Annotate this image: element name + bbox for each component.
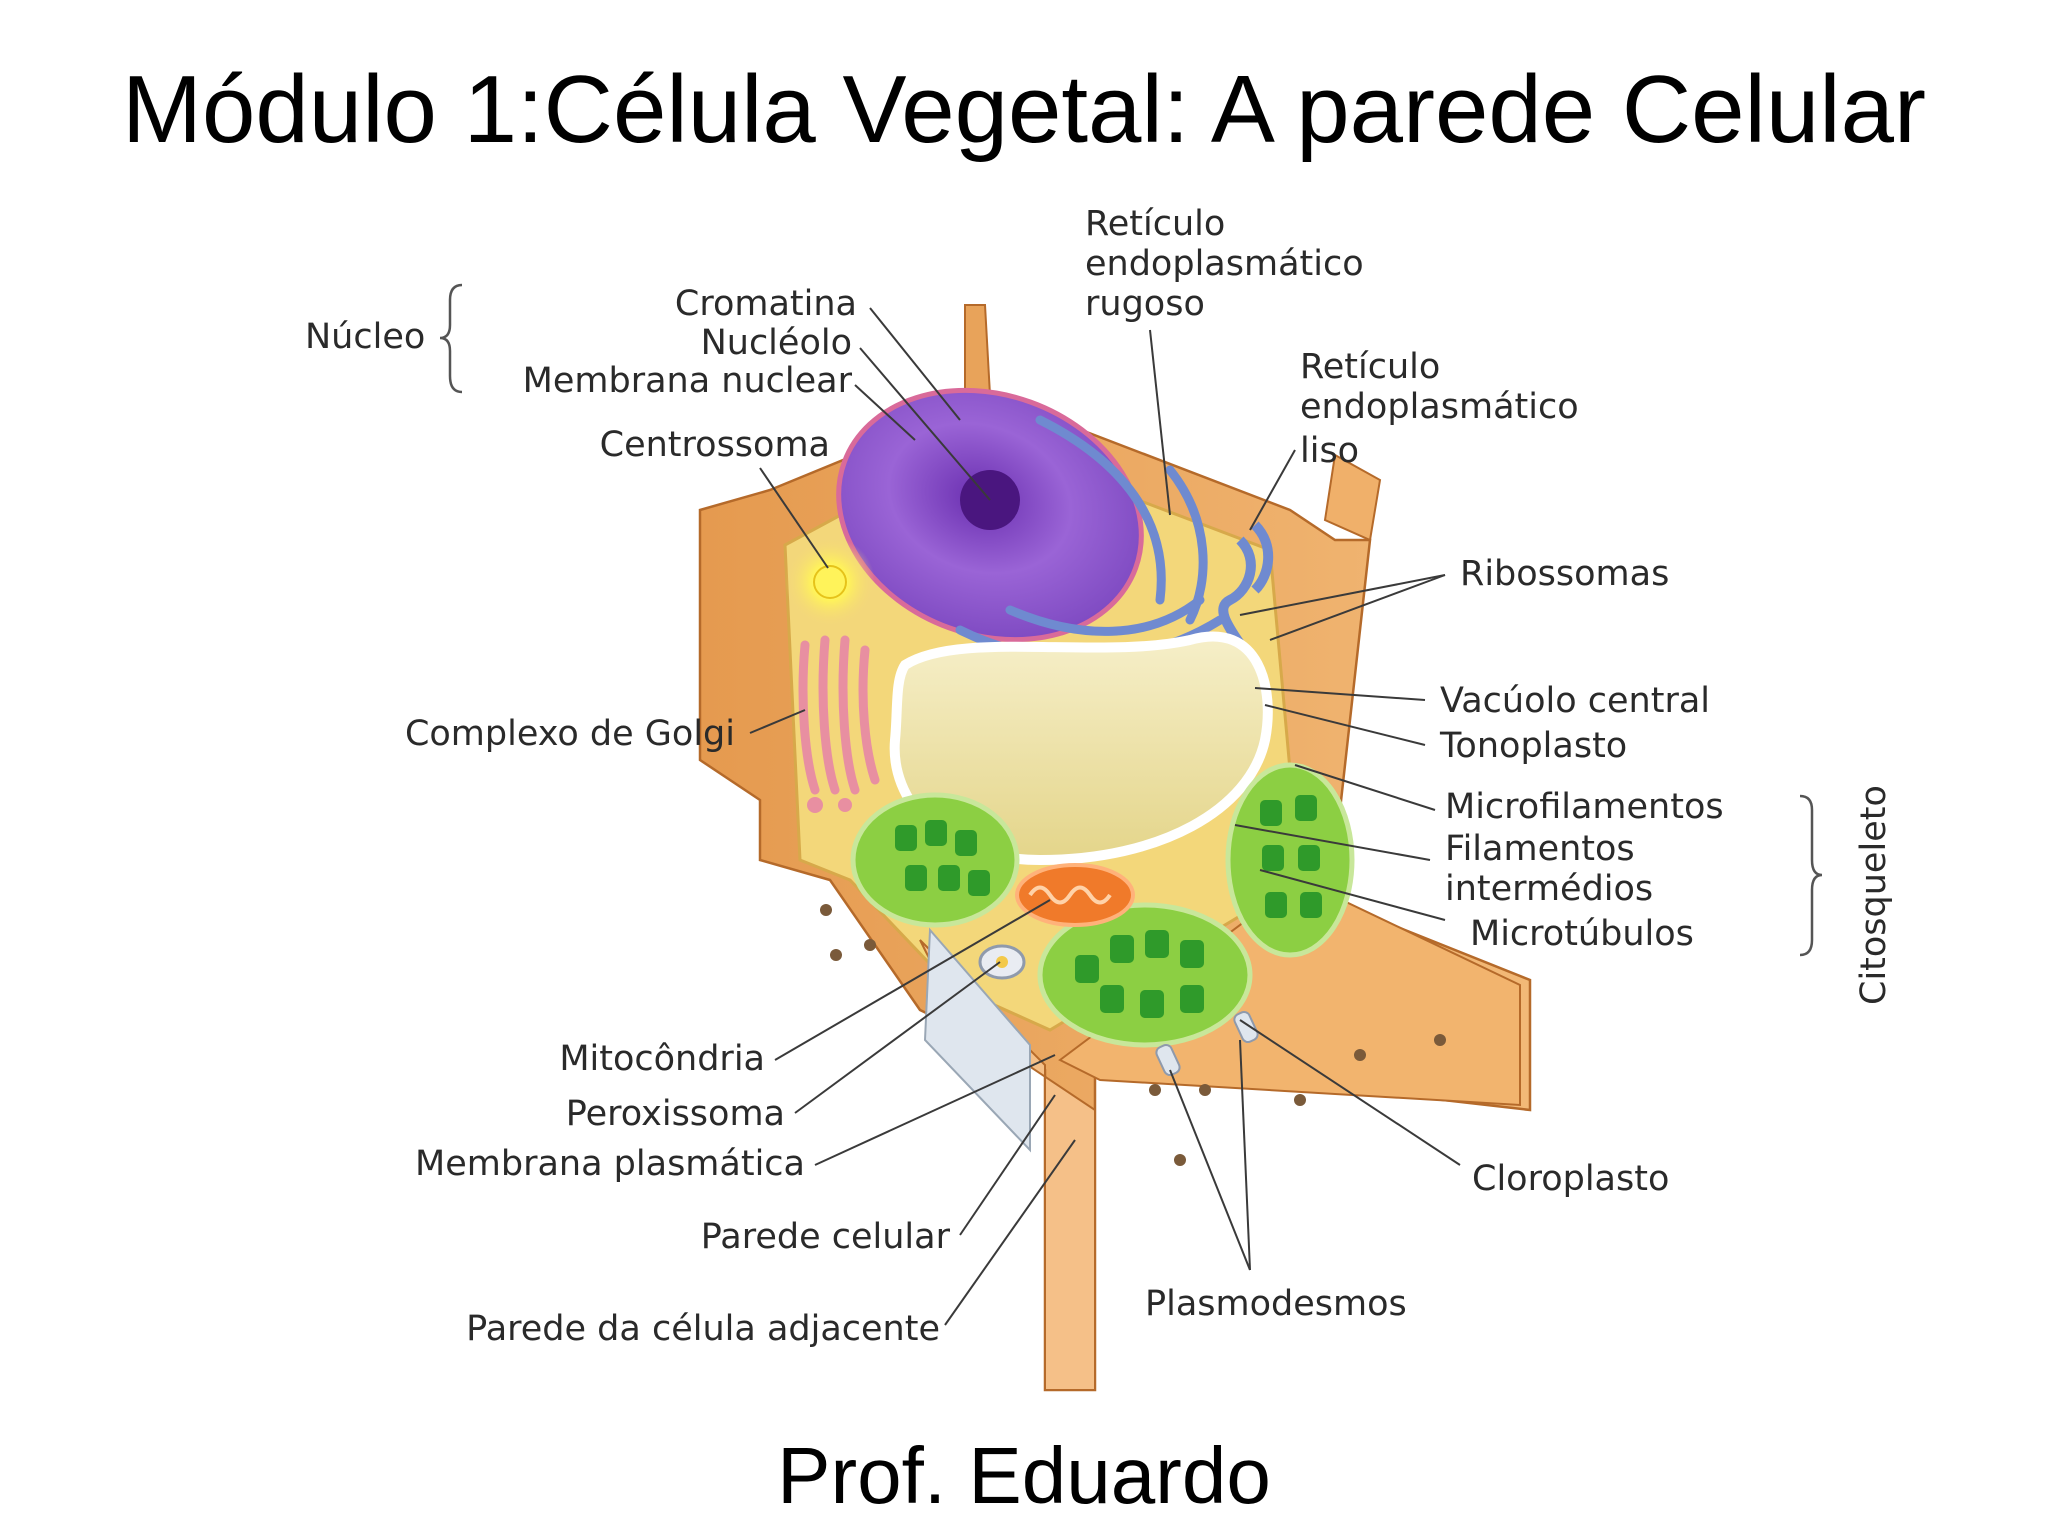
leader-lines xyxy=(749,307,1461,1326)
peroxisome xyxy=(978,944,1026,980)
chloroplast-left xyxy=(850,792,1020,928)
label-tonoplasto: Tonoplasto xyxy=(1439,726,1627,766)
golgi-complex xyxy=(798,635,880,813)
label-membrana-plasmatica: Membrana plasmática xyxy=(415,1144,805,1184)
label-microtubulos: Microtúbulos xyxy=(1470,914,1694,954)
label-nucleo: Núcleo xyxy=(305,317,425,357)
nucleus-bracket xyxy=(439,283,463,394)
label-cromatina: Cromatina xyxy=(675,284,857,324)
label-rel-line2: endoplasmático xyxy=(1300,387,1579,427)
label-rer-line1: Retículo xyxy=(1085,204,1225,244)
central-vacuole xyxy=(889,631,1273,866)
label-complexo-golgi: Complexo de Golgi xyxy=(405,714,735,754)
label-citosqueleto: Citosqueleto xyxy=(1854,785,1894,1005)
chloroplast-bottom xyxy=(1037,902,1253,1048)
plasmodesmata xyxy=(1155,1010,1259,1077)
chloroplast-right xyxy=(1225,762,1355,958)
label-vacuolo-central: Vacúolo central xyxy=(1440,681,1710,721)
label-ribossomas: Ribossomas xyxy=(1460,554,1669,594)
mitochondrion xyxy=(1015,863,1135,927)
label-parede-celular: Parede celular xyxy=(701,1217,951,1257)
label-plasmodesmos: Plasmodesmos xyxy=(1145,1284,1407,1324)
label-nucleolo: Nucléolo xyxy=(701,323,852,363)
label-filamentos-line1: Filamentos xyxy=(1445,829,1635,869)
label-mitocondria: Mitocôndria xyxy=(559,1039,765,1079)
label-rel-line1: Retículo xyxy=(1300,347,1440,387)
nucleus xyxy=(836,387,1144,643)
label-rer-line2: endoplasmático xyxy=(1085,244,1364,284)
slide-title: Módulo 1:Célula Vegetal: A parede Celula… xyxy=(122,56,1926,163)
label-cloroplasto: Cloroplasto xyxy=(1472,1159,1669,1199)
label-rel-line3: liso xyxy=(1300,431,1359,471)
label-membrana-nuclear: Membrana nuclear xyxy=(523,361,853,401)
label-parede-adjacente: Parede da célula adjacente xyxy=(466,1309,940,1349)
label-peroxissoma: Peroxissoma xyxy=(566,1094,785,1134)
label-centrossoma: Centrossoma xyxy=(600,425,830,465)
label-rer-line3: rugoso xyxy=(1085,284,1205,324)
cytoskeleton-bracket xyxy=(1799,794,1823,957)
slide-footer: Prof. Eduardo xyxy=(777,1431,1271,1520)
label-filamentos-line2: intermédios xyxy=(1445,869,1653,909)
centrosome xyxy=(785,537,875,627)
label-microfilamentos: Microfilamentos xyxy=(1445,787,1724,827)
